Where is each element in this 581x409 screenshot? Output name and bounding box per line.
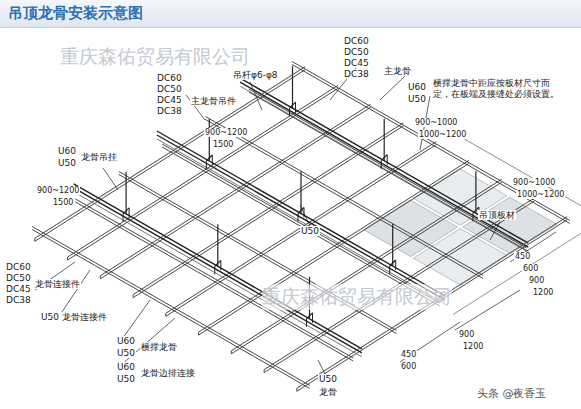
- part-label: U60: [116, 336, 136, 346]
- part-label: U60: [407, 82, 427, 92]
- part-label: 1500: [52, 198, 74, 207]
- part-label: DC60: [343, 36, 370, 46]
- part-label: 900~1200: [36, 186, 80, 195]
- part-label: 600: [400, 362, 417, 371]
- part-label: 600: [522, 264, 539, 273]
- part-label: DC50: [343, 47, 370, 57]
- part-label: 横撑龙骨: [140, 342, 178, 352]
- part-label: 1000~1200: [418, 130, 467, 139]
- part-label: 主龙骨: [383, 66, 412, 76]
- part-label: 1500: [212, 140, 234, 149]
- part-label: U50: [318, 374, 338, 384]
- part-label: 头条 @夜香玉: [476, 388, 548, 401]
- leader-lines: [35, 58, 556, 376]
- part-label: U50 龙骨连接件: [40, 312, 108, 322]
- part-label: 主龙骨吊件: [190, 96, 237, 106]
- part-label: DC45: [156, 95, 183, 105]
- part-label: DC50: [5, 273, 32, 283]
- part-label: 1000~1200: [516, 190, 565, 199]
- part-label: DC38: [5, 295, 32, 305]
- part-label: DC50: [156, 84, 183, 94]
- watermark: 重庆森佑贸易有限公司: [262, 284, 452, 310]
- part-label: 吊杆φ6-φ8: [232, 70, 279, 80]
- part-label: 龙骨连接件: [34, 279, 81, 289]
- part-label: 龙骨: [318, 387, 338, 397]
- part-label: DC45: [5, 284, 32, 294]
- part-label: U50: [116, 348, 136, 358]
- part-label: 吊顶板材: [478, 210, 516, 220]
- part-label: 450: [400, 350, 417, 359]
- part-label: U50: [116, 374, 136, 384]
- part-label: 1200: [462, 342, 484, 351]
- install-note: 横撑龙骨中距应按板材尺寸而定，在板端及接缝处必须设置。: [432, 78, 566, 101]
- part-label: 900: [458, 330, 475, 339]
- part-label: 900: [528, 276, 545, 285]
- watermark: 重庆森佑贸易有限公司: [60, 44, 250, 70]
- part-label: DC45: [343, 58, 370, 68]
- part-label: 900~1000: [512, 178, 556, 187]
- part-label: U60: [116, 362, 136, 372]
- keel-grid: [32, 62, 581, 392]
- part-label: 900~1200: [204, 128, 248, 137]
- diagram-title: 吊顶龙骨安装示意图: [8, 4, 143, 23]
- part-label: 1200: [532, 288, 554, 297]
- part-label: 龙骨边排连接: [140, 368, 196, 378]
- part-label: 900~1000: [414, 118, 458, 127]
- part-label: DC60: [156, 73, 183, 83]
- part-label: U50: [57, 158, 77, 168]
- part-label: 450: [514, 252, 531, 261]
- part-label: DC38: [343, 69, 370, 79]
- part-label: 龙骨吊挂: [80, 152, 118, 162]
- part-label: DC60: [5, 262, 32, 272]
- part-label: DC38: [156, 106, 183, 116]
- part-label: U50: [300, 226, 320, 236]
- part-label: U50: [407, 94, 427, 104]
- part-label: U60: [57, 146, 77, 156]
